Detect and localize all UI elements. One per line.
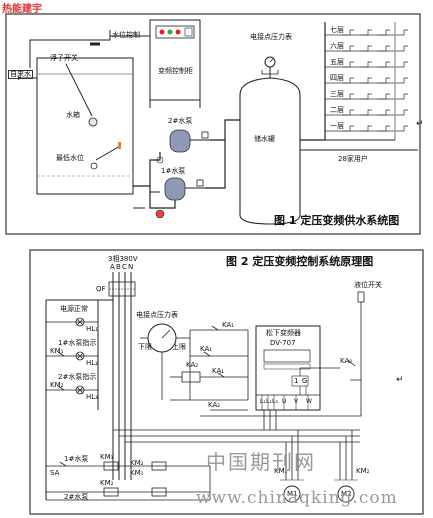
floor-tap-row-0 [325,29,408,36]
ka2-label-b: KA₂ [208,401,221,409]
watermark-url: www.chinaqking.com [196,488,398,508]
hl2-label: HL₂ [86,359,98,367]
terminal-label-2: L₃ [272,398,278,405]
floor-tap-row-6 [325,125,408,132]
level-control-label: 水位控制 [112,31,140,39]
power-label: 3相380V [108,255,138,263]
fig2-title: 图 2 定压变频控制系统原理图 [226,255,374,268]
terminal-label-3: U [282,398,287,405]
pump1-indicator-label: 1#水泵指示 [58,339,97,347]
io-label-1: 1 [294,377,299,385]
io-label-g: G [302,377,308,385]
km2-ctrl-label-b: KM₂ [100,479,114,487]
lower-limit-label: 下限 [138,343,152,351]
pump2-indicator-label: 2#水泵指示 [58,373,97,381]
float-ball [88,117,98,127]
km1-main-label: KM₁ [274,467,288,475]
storage-label: 储水罐 [254,135,275,143]
floor-label-1: 六层 [330,42,344,50]
qf-label: QF [96,285,106,293]
contactor-rows [46,461,211,501]
terminal-label-0: L₁ [260,398,266,405]
sa-label: SA [50,469,60,477]
power-normal-label: 电源正常 [60,305,88,313]
floor-tap-row-5 [325,109,408,116]
hl3-label: HL₃ [86,393,98,401]
km1-ctrl-label-a: KM₁ [100,453,114,461]
fig2-frame [29,249,424,515]
km1-label: KM₁ [50,347,64,355]
vfd-cabinet [149,19,201,101]
pump2-ctrl-label: 2#水泵 [64,493,89,501]
floor-tap-row-4 [325,93,408,100]
inverter-label: 松下变频器 [266,329,301,337]
ka2-label-c: KA₂ [340,357,353,365]
ka1-label-b: KA₁ [200,345,213,353]
fig1-return-mark: ↵ [416,119,424,129]
km1-ctrl-label-b: KM₁ [130,469,144,477]
floor-tap-row-2 [325,61,408,68]
phase-label-n: N [128,263,134,271]
indicator-rows [46,317,98,395]
inverter-model: DV-707 [270,339,296,347]
motor-m2-label: M2 [341,490,352,498]
float-switch-label: 浮子开关 [50,54,78,62]
sensor [118,142,121,149]
floor-label-5: 二层 [330,106,344,114]
level-switch [357,291,365,303]
relay-contacts [170,325,249,411]
floor-taps [325,29,408,132]
inverter-terminals [261,395,309,410]
pump2-base [169,129,191,153]
ka1-label-c: KA₁ [212,367,225,375]
floor-tap-row-1 [325,45,408,52]
users-label: 28家用户 [338,155,368,163]
upper-limit-label: 上限 [172,343,186,351]
phase-label-c: C [122,263,127,271]
watermark-cn: 中国期刊网 [206,450,316,474]
gauge-label-2: 电接点压力表 [136,311,178,319]
terminal-label-5: W [306,398,312,405]
pump2-label: 2#水泵 [168,117,193,125]
floor-label-6: 一层 [330,122,344,130]
storage-tank [239,77,301,225]
ka2-label-a: KA₂ [186,361,199,369]
tank [36,57,134,195]
vfd-cabinet-label: 变频控制柜 [158,67,193,75]
gauge-label: 电接点压力表 [250,33,292,41]
motor-m1 [283,485,301,503]
floor-tap-row-3 [325,77,408,84]
phase-label-b: B [116,263,121,271]
low-level-label: 最低水位 [56,154,84,162]
header-partial-text: 热能建宇 [2,4,42,15]
level-switch-label: 液位开关 [354,281,382,289]
motor-m1-label: M1 [287,490,298,498]
floor-label-3: 四层 [330,74,344,82]
pump1-label: 1#水泵 [161,167,186,175]
km2-main-label: KM₂ [356,467,370,475]
terminal-label-4: V [294,398,299,405]
motor-m2 [337,485,355,503]
fig1-title: 图 1 定压变频供水系统图 [274,214,400,227]
fig1-frame [5,13,421,235]
fig2-return-mark: ↵ [396,375,404,385]
phase-label-a: A [110,263,115,271]
floor-label-4: 三层 [330,90,344,98]
pump1-ctrl-label: 1#水泵 [64,455,89,463]
terminal-label-1: L₂ [266,398,272,405]
ka1-label-a: KA₁ [222,321,235,329]
hl1-label: HL₁ [86,325,98,333]
floor-label-0: 七层 [330,26,344,34]
floor-label-2: 五层 [330,58,344,66]
tank-label: 水箱 [66,111,80,119]
km2-label: KM₂ [50,381,64,389]
inlet-label: 自来水 [8,70,33,79]
km2-ctrl-label-a: KM₂ [130,459,144,467]
